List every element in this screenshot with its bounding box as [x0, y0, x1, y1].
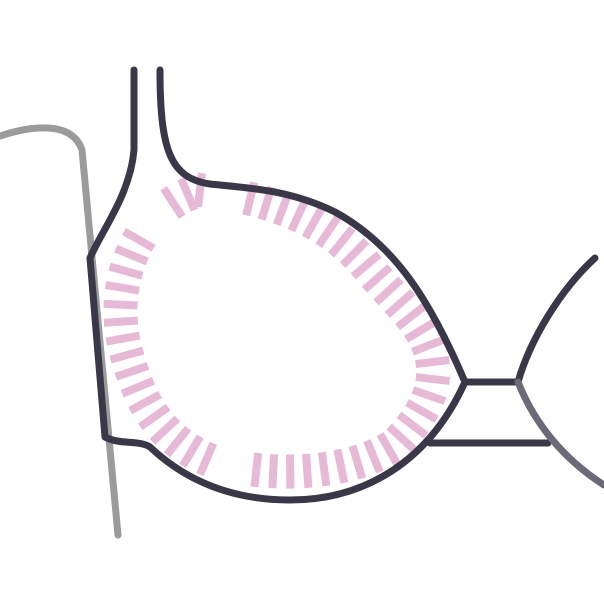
stitch-dash	[350, 251, 382, 280]
stitch-dash	[128, 390, 163, 415]
stitch-dash	[328, 225, 356, 258]
stitch-dash	[361, 264, 393, 293]
stitch-dash	[348, 444, 367, 480]
stitch-dash	[114, 244, 149, 266]
stitch-dash	[109, 346, 145, 364]
stitch-dash	[120, 376, 156, 398]
stitch-dash	[411, 335, 446, 356]
stitch-dash	[384, 289, 416, 318]
stitch-dash	[250, 452, 263, 488]
stitch-dash	[103, 299, 138, 310]
stitch-dash	[287, 198, 310, 233]
stitch-dash	[301, 206, 326, 240]
stitch-dash	[179, 434, 204, 468]
stitch-dash	[373, 276, 404, 306]
stitch-dash	[114, 362, 150, 381]
stitch-dash	[104, 281, 140, 295]
stitch-dash	[415, 373, 451, 385]
stitch-dash	[363, 439, 384, 474]
stitch-dash	[108, 262, 144, 280]
stitch-dash	[160, 186, 186, 219]
body-guide-line	[0, 124, 122, 539]
stitch-dash	[149, 415, 181, 445]
stitch-dash	[415, 356, 450, 369]
stitch-dash	[138, 403, 171, 431]
stitch-dash	[376, 432, 401, 466]
stitch-dash	[386, 423, 417, 453]
stitch-dash	[268, 454, 279, 489]
stitch-dash	[333, 448, 349, 484]
center-gore	[426, 378, 552, 447]
cup-outline	[86, 66, 469, 504]
opposite-cup-bottom	[514, 378, 604, 489]
stitch-dash	[405, 399, 439, 423]
stitch-dash	[315, 215, 341, 249]
stitch-dash	[317, 451, 331, 487]
stitch-dash	[395, 302, 427, 331]
stitching-dashes	[103, 172, 451, 489]
opposite-cup-top	[514, 254, 599, 386]
stitch-dash	[396, 411, 429, 439]
stitch-dash	[411, 386, 447, 405]
stitch-dash	[105, 331, 141, 346]
stitch-dash	[177, 177, 199, 212]
stitch-dash	[103, 316, 139, 327]
stitch-dash	[404, 318, 438, 343]
stitch-dash	[163, 425, 192, 458]
stitch-dash	[302, 453, 313, 489]
stitch-dash	[339, 238, 370, 268]
stitch-dash	[196, 441, 218, 477]
stitch-dash	[122, 227, 156, 252]
